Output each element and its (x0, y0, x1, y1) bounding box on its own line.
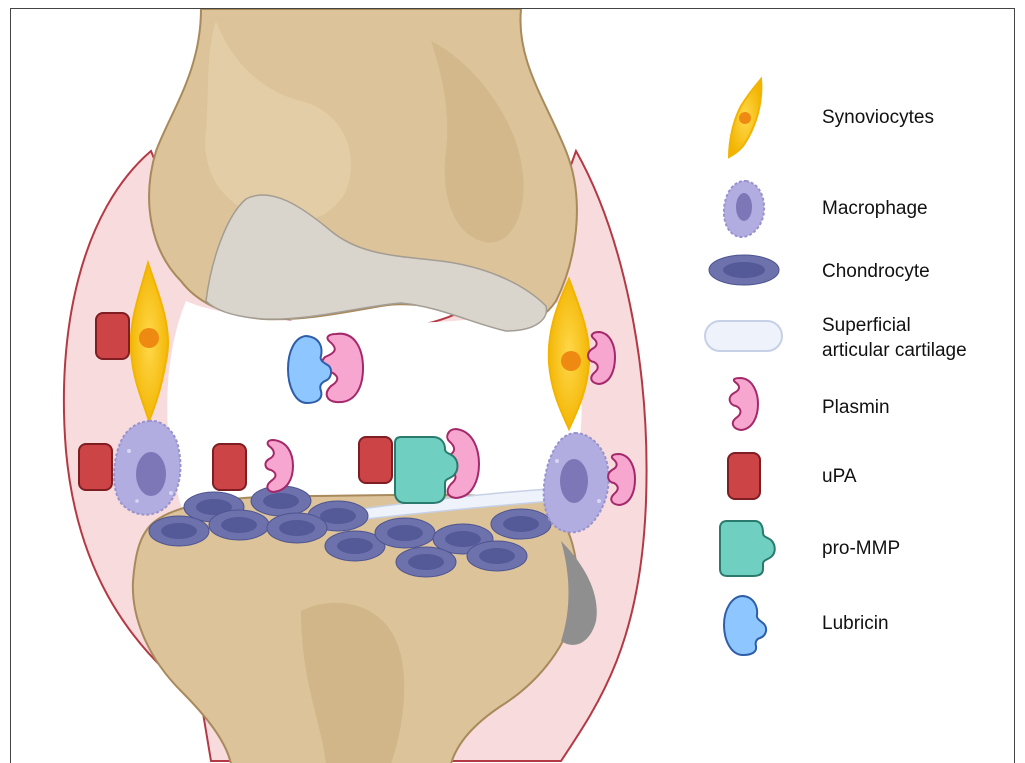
chondrocyte (375, 518, 435, 548)
plasmin-icon (730, 378, 758, 430)
upa-molecule (359, 437, 392, 483)
legend-label-lubricin: Lubricin (822, 611, 889, 636)
legend-label-upa: uPA (822, 464, 857, 489)
upa-icon (728, 453, 760, 499)
chondrocyte (149, 516, 209, 546)
legend-label-pro-mmp: pro-MMP (822, 536, 900, 561)
synoviocyte-icon (729, 79, 761, 157)
diagram-frame: Synoviocytes Macrophage Chondrocyte Supe… (10, 8, 1015, 763)
macrophage-left (114, 421, 181, 515)
legend-label-macrophage: Macrophage (822, 196, 928, 221)
upa-molecule (213, 444, 246, 490)
legend-label-chondrocyte: Chondrocyte (822, 259, 930, 284)
chondrocyte (267, 513, 327, 543)
legend-label-plasmin: Plasmin (822, 395, 890, 420)
chondrocyte (491, 509, 551, 539)
chondrocyte (396, 547, 456, 577)
macrophage-icon (724, 181, 764, 237)
cartilage-icon (705, 321, 782, 351)
legend-label-synoviocytes: Synoviocytes (822, 105, 934, 130)
chondrocyte-icon (709, 255, 779, 285)
legend-label-cartilage: Superficial articular cartilage (822, 313, 967, 363)
upa-molecule (79, 444, 112, 490)
upa-molecule (96, 313, 129, 359)
chondrocyte (467, 541, 527, 571)
pro-mmp-icon (720, 521, 775, 576)
chondrocyte (209, 510, 269, 540)
lubricin-icon (724, 596, 766, 655)
